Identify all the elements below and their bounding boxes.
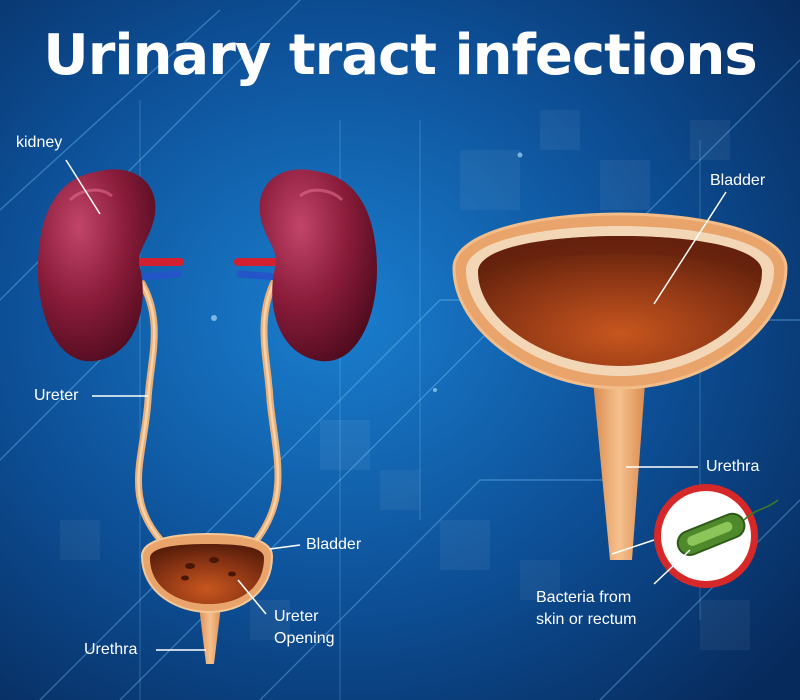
large-bladder-interior bbox=[478, 236, 762, 366]
ureter-openings bbox=[181, 557, 236, 581]
large-urethra bbox=[592, 370, 646, 560]
left-kidney bbox=[38, 169, 156, 362]
bacteria-callout bbox=[654, 484, 779, 588]
kidney-leader bbox=[65, 159, 101, 215]
ureter-opening-leader bbox=[237, 579, 267, 615]
ureter-opening-label-line2: Opening bbox=[274, 630, 335, 647]
page-title: Urinary tract infections bbox=[43, 23, 757, 88]
bacteria-label-line2: skin or rectum bbox=[536, 611, 637, 628]
kidney-label: kidney bbox=[16, 134, 63, 151]
large-bladder-label: Bladder bbox=[710, 172, 766, 189]
small-bladder-label: Bladder bbox=[306, 536, 362, 553]
small-urethra-label: Urethra bbox=[84, 641, 138, 658]
small-urethra bbox=[198, 598, 222, 664]
large-urethra-label: Urethra bbox=[706, 458, 760, 475]
small-bladder-leader bbox=[269, 544, 301, 550]
bacteria-leader bbox=[653, 549, 691, 585]
large-bladder-leader bbox=[653, 191, 727, 305]
right-kidney bbox=[259, 169, 377, 362]
leader-lines bbox=[65, 159, 727, 651]
bacteria-label-line1: Bacteria from bbox=[536, 589, 632, 606]
ureter-label: Ureter bbox=[34, 387, 79, 404]
bacterium bbox=[676, 512, 746, 556]
ureter-opening-label-line1: Ureter bbox=[274, 608, 319, 625]
callout-leader bbox=[611, 539, 655, 555]
